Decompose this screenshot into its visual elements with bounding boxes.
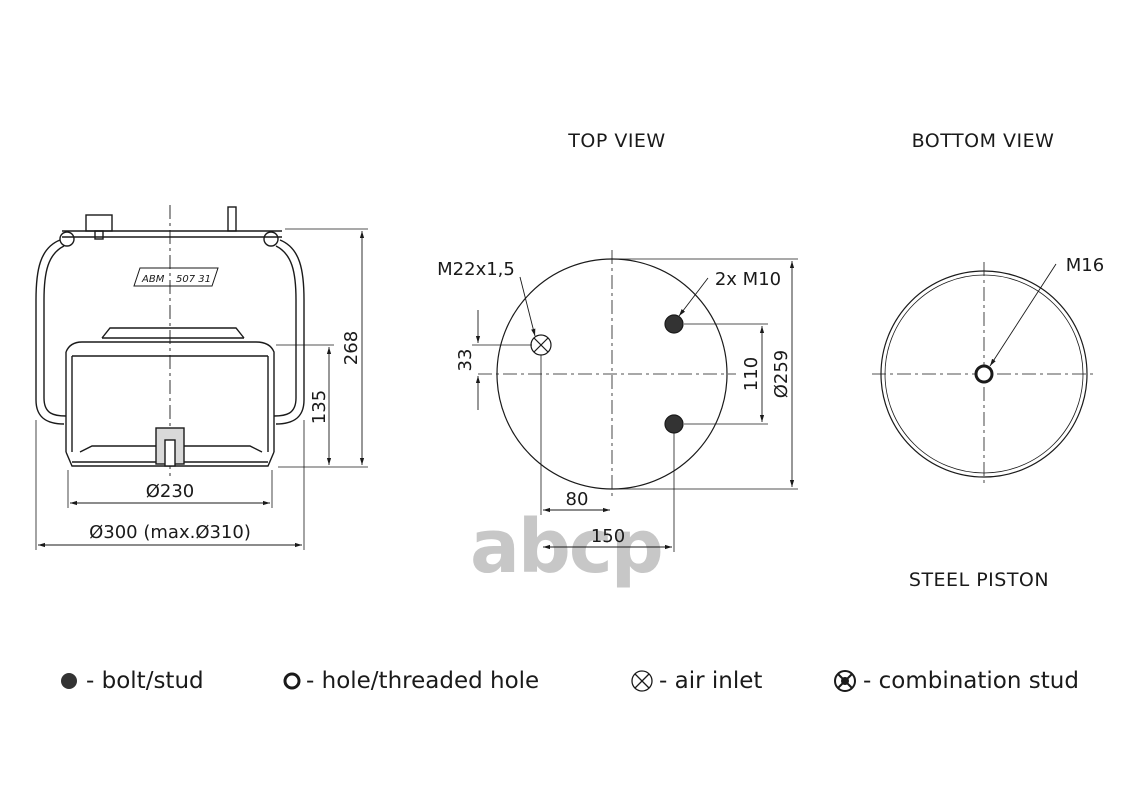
dim-dia-300: Ø300 (max.Ø310) — [89, 522, 251, 543]
dim-dia-259: Ø259 — [771, 350, 792, 399]
dim-268: 268 — [341, 331, 362, 365]
part-brand: ABM — [141, 274, 165, 285]
top-view-title: TOP VIEW — [567, 130, 665, 152]
bottom-view — [872, 262, 1096, 486]
m10-stud-icon — [664, 314, 684, 334]
part-number: 507 31 — [176, 274, 211, 285]
dim-80: 80 — [566, 489, 589, 510]
dim-135: 135 — [309, 390, 330, 424]
side-view — [35, 205, 368, 550]
hole-icon — [283, 672, 301, 690]
m10-stud-icon — [664, 414, 684, 434]
legend-hole: - hole/threaded hole — [306, 668, 539, 694]
legend-combination-stud: - combination stud — [863, 668, 1079, 694]
bolt-stud-icon — [61, 673, 77, 689]
air-inlet-icon — [530, 334, 552, 356]
dim-dia-230: Ø230 — [146, 481, 195, 502]
dim-33: 33 — [455, 349, 476, 372]
m16-hole-icon — [974, 364, 994, 384]
top-view — [472, 250, 798, 552]
air-inlet-legend-icon — [631, 670, 653, 692]
dim-150: 150 — [591, 526, 625, 547]
thread-m16: M16 — [1066, 255, 1104, 276]
legend: - bolt/stud - hole/threaded hole - air i… — [61, 668, 1079, 694]
steel-piston-label: STEEL PISTON — [909, 569, 1049, 591]
combination-stud-icon — [834, 670, 856, 692]
thread-m22: M22x1,5 — [437, 259, 515, 280]
legend-air-inlet: - air inlet — [659, 668, 762, 694]
dim-110: 110 — [741, 357, 762, 391]
bottom-view-title: BOTTOM VIEW — [912, 130, 1055, 152]
thread-m10: 2x M10 — [715, 269, 781, 290]
top-bolt-icon — [85, 214, 113, 232]
air-stud-icon — [227, 206, 237, 232]
legend-bolt-stud: - bolt/stud — [86, 668, 204, 694]
